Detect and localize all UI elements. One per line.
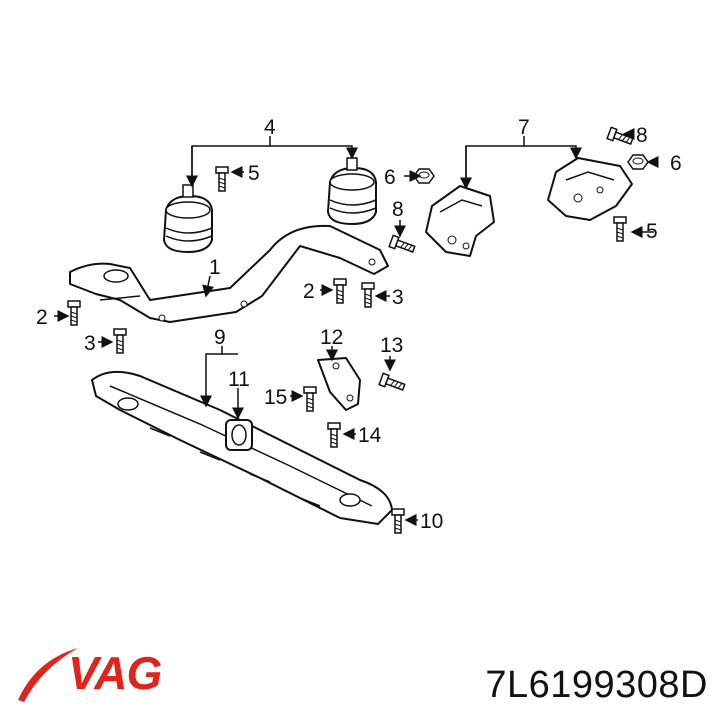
callout-3: 3 [84,332,96,355]
bolt-icon [378,372,407,394]
callout-4: 4 [264,116,276,139]
callout-8: 8 [636,124,648,147]
bolt-icon [333,278,347,304]
callout-1: 1 [209,256,221,279]
callout-13: 13 [380,334,403,357]
small-bracket [317,357,361,411]
callout-7: 7 [518,116,530,139]
bolt-icon [388,234,417,256]
callout-15: 15 [264,386,287,409]
trans-mount-right [547,157,633,221]
engine-mount-right [326,157,377,226]
callout-6: 6 [384,166,396,189]
leader-lines [54,128,659,526]
bolt-icon [67,300,81,326]
bolt-icon [113,328,127,354]
upper-crossmember [69,224,389,323]
callout-5: 5 [248,162,260,185]
callout-8b: 8 [392,198,404,221]
callout-11: 11 [228,368,250,391]
bolt-icon [361,282,375,308]
callout-9: 9 [214,326,226,349]
bolt-icon [391,508,405,534]
part-number: 7L6199308D [485,664,708,706]
callout-14: 14 [358,424,382,447]
bolt-icon [303,386,317,412]
callout-6b: 6 [670,152,682,175]
brand-logo: VAG [12,640,182,710]
swoosh-icon [18,648,78,702]
trans-mount-left [425,185,495,257]
bolt-icon [327,422,341,448]
callout-3b: 3 [392,286,404,309]
bolt-icon [613,216,627,242]
engine-mount-left [162,184,213,254]
nut-icon [627,154,649,170]
callout-10: 10 [420,510,443,533]
callout-12: 12 [320,326,343,349]
bolt-icon [606,126,635,148]
brand-name: VAG [68,647,162,699]
bolt-icon [215,166,229,192]
callout-5b: 5 [646,220,658,243]
callout-2b: 2 [303,280,315,303]
lower-crossmember [91,370,393,525]
callout-2: 2 [36,306,48,329]
